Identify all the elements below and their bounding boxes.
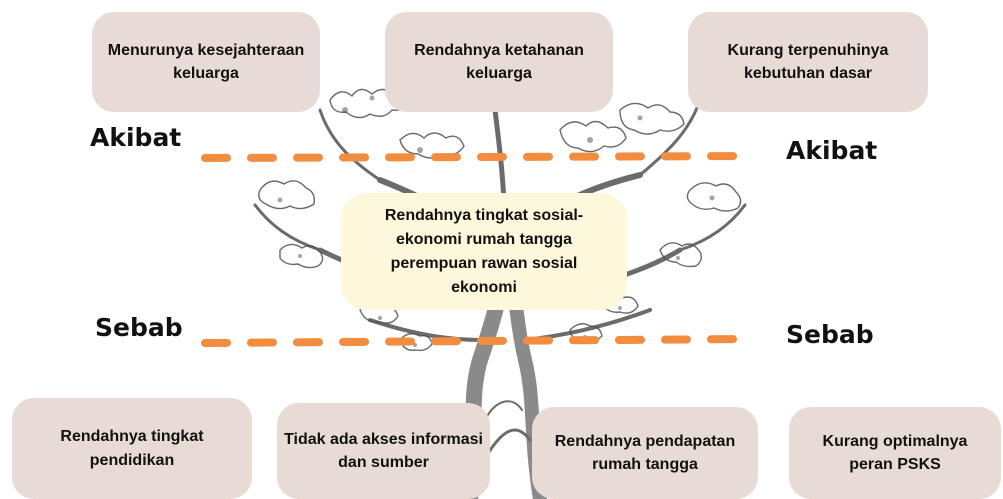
cause-text-1: Rendahnya tingkat pendidikan [60, 428, 204, 469]
core-problem-box: Rendahnya tingkat sosial-ekonomi rumah t… [341, 193, 627, 310]
sebab-label-left: Sebab [95, 313, 183, 342]
effect-box-1: Menurunya kesejahteraan keluarga [92, 12, 320, 112]
cause-text-3: Rendahnya pendapatan rumah tangga [554, 432, 736, 473]
cause-box-1: Rendahnya tingkat pendidikan [12, 398, 252, 499]
effect-box-3: Kurang terpenuhinya kebutuhan dasar [688, 12, 928, 112]
cause-text-4: Kurang optimalnya peran PSKS [822, 432, 968, 473]
effect-text-1: Menurunya kesejahteraan keluarga [107, 41, 305, 82]
effect-text-2: Rendahnya ketahanan keluarga [414, 41, 584, 82]
cause-box-2: Tidak ada akses informasi dan sumber [277, 403, 490, 499]
effect-box-2: Rendahnya ketahanan keluarga [385, 12, 613, 112]
cause-text-2: Tidak ada akses informasi dan sumber [284, 430, 483, 471]
core-problem-text: Rendahnya tingkat sosial-ekonomi rumah t… [384, 206, 584, 296]
akibat-label-left: Akibat [90, 123, 182, 152]
akibat-label-right: Akibat [786, 136, 878, 165]
sebab-label-right: Sebab [786, 320, 874, 349]
cause-box-4: Kurang optimalnya peran PSKS [789, 407, 1001, 499]
cause-box-3: Rendahnya pendapatan rumah tangga [532, 407, 758, 499]
effect-text-3: Kurang terpenuhinya kebutuhan dasar [727, 41, 889, 82]
